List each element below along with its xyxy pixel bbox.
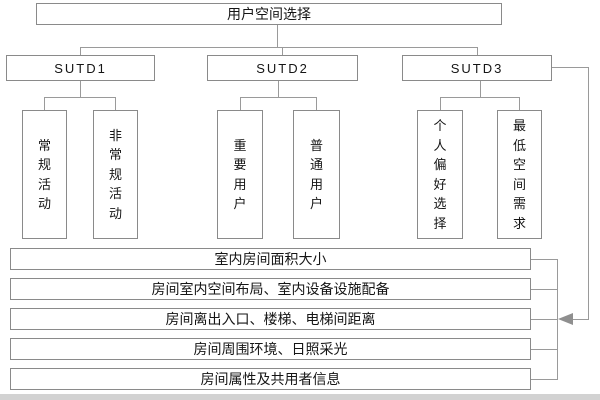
factor-bar-distance: 房间离出入口、楼梯、电梯间距离 — [10, 308, 531, 330]
group-label: SUTD1 — [54, 60, 107, 76]
connector-line — [440, 97, 441, 110]
factor-bar-environment-daylight: 房间周围环境、日照采光 — [10, 338, 531, 360]
child-label: 非常规活动 — [108, 127, 122, 221]
child-box-ordinary-users: 普通用户 — [293, 110, 340, 239]
factor-bar-room-area: 室内房间面积大小 — [10, 248, 531, 270]
child-box-important-users: 重要用户 — [217, 110, 263, 239]
factor-label: 房间属性及共用者信息 — [200, 371, 341, 387]
child-box-non-regular-activities: 非常规活动 — [93, 110, 138, 239]
connector-line — [440, 97, 520, 98]
connector-line — [80, 47, 477, 48]
child-label: 普通用户 — [309, 137, 323, 212]
scan-edge — [0, 394, 600, 400]
connector-line — [282, 47, 283, 55]
child-label: 重要用户 — [233, 137, 247, 212]
factor-bar-attributes-cousers: 房间属性及共用者信息 — [10, 368, 531, 390]
connector-line — [240, 97, 241, 110]
connector-line — [316, 97, 317, 110]
connector-line — [531, 259, 557, 260]
group-box-sutd2: SUTD2 — [207, 55, 358, 81]
connector-line — [44, 97, 116, 98]
factor-label: 房间室内空间布局、室内设备设施配备 — [151, 281, 390, 297]
child-label: 个人偏好选择 — [433, 118, 447, 231]
connector-line — [588, 67, 589, 320]
connector-line — [531, 289, 557, 290]
root-box: 用户空间选择 — [36, 3, 502, 25]
connector-line — [480, 81, 481, 97]
child-box-regular-activities: 常规活动 — [22, 110, 67, 239]
factor-label: 房间周围环境、日照采光 — [193, 341, 348, 357]
factor-bar-layout-equipment: 房间室内空间布局、室内设备设施配备 — [10, 278, 531, 300]
arrow-left-icon — [558, 313, 573, 325]
child-box-personal-preference: 个人偏好选择 — [417, 110, 463, 239]
child-label: 常规活动 — [37, 137, 51, 212]
connector-line — [531, 349, 557, 350]
connector-line — [80, 47, 81, 55]
child-box-minimum-space: 最低空间需求 — [497, 110, 542, 239]
connector-line — [240, 97, 317, 98]
connector-line — [477, 47, 478, 55]
child-label: 最低空间需求 — [512, 118, 526, 231]
connector-line — [277, 25, 278, 47]
group-label: SUTD3 — [450, 60, 504, 76]
connector-line — [573, 319, 588, 320]
group-label: SUTD2 — [256, 60, 309, 76]
connector-line — [531, 319, 557, 320]
connector-line — [519, 97, 520, 110]
factor-label: 室内房间面积大小 — [214, 251, 327, 267]
connector-line — [552, 67, 588, 68]
connector-line — [531, 379, 557, 380]
connector-line — [44, 97, 45, 110]
connector-line — [557, 259, 558, 380]
group-box-sutd1: SUTD1 — [6, 55, 155, 81]
group-box-sutd3: SUTD3 — [402, 55, 552, 81]
factor-label: 房间离出入口、楼梯、电梯间距离 — [165, 311, 376, 327]
connector-line — [80, 81, 81, 97]
root-label: 用户空间选择 — [227, 6, 311, 22]
connector-line — [278, 81, 279, 97]
connector-line — [115, 97, 116, 110]
